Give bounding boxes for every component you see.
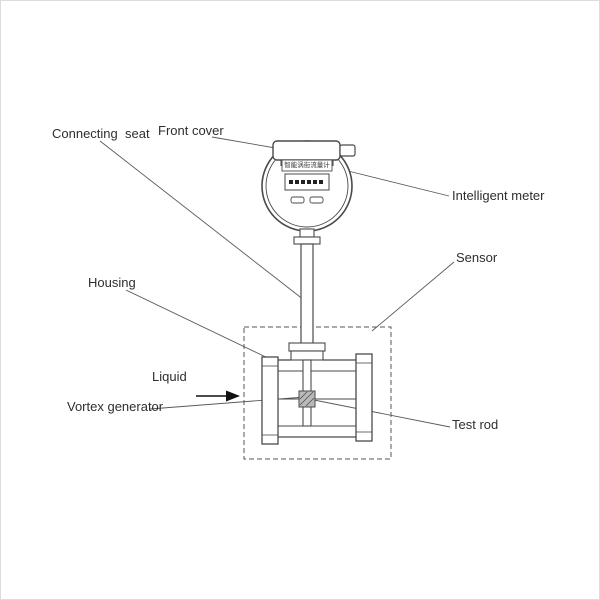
display-title-strip [281, 159, 333, 172]
front-cover-cap [272, 140, 356, 166]
leader-lines [99, 136, 455, 428]
generator-hatch-3 [305, 397, 315, 407]
label-intelligent-meter: Intelligent meter [452, 188, 545, 203]
label-sensor: Sensor [456, 250, 498, 265]
connecting-seat-stem [288, 228, 326, 361]
label-liquid: Liquid [152, 369, 187, 384]
stem-flange [288, 342, 326, 352]
body-boss [290, 350, 324, 361]
stem [300, 243, 314, 348]
neck-flange [293, 236, 321, 245]
display-panel [281, 159, 333, 204]
leader-sensor [371, 261, 455, 332]
sensor-boundary-dashed-box [243, 326, 392, 460]
leader-housing [125, 289, 273, 361]
flange-right [355, 353, 373, 442]
label-front-cover: Front cover [158, 123, 224, 138]
leader-test-rod [313, 399, 451, 428]
generator-hatch-1 [299, 391, 314, 406]
neck [299, 228, 315, 238]
label-housing: Housing [88, 275, 136, 290]
label-connecting-seat: Connecting seat [52, 126, 150, 141]
button-right [309, 196, 324, 204]
generator-hatch-2 [299, 391, 308, 400]
leader-connecting-seat [99, 140, 305, 301]
vortex-generator-shape [298, 390, 316, 408]
cap-conduit [339, 144, 356, 157]
flow-arrow-icon [196, 390, 240, 402]
sensor-body [261, 353, 373, 445]
button-left [290, 196, 305, 204]
flange-left [261, 356, 279, 445]
flow-arrow-head [226, 390, 240, 402]
display-title-text: 智能涡街流量计 [284, 162, 330, 169]
leader-intelligent-meter [347, 170, 450, 197]
label-vortex-generator: Vortex generator [67, 399, 164, 414]
cap-body [272, 140, 341, 161]
label-test-rod: Test rod [452, 417, 499, 432]
